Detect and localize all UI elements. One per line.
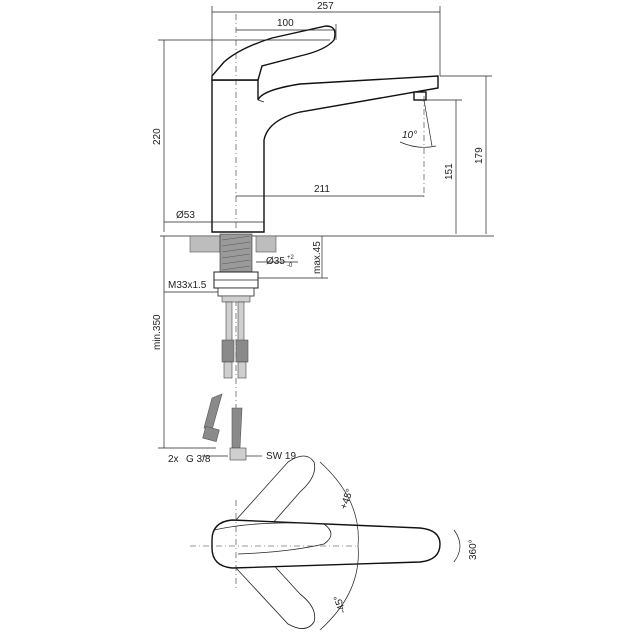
dim-spout-height-outlet: 151 <box>444 163 455 180</box>
thread-hatching <box>221 235 251 271</box>
rotation-arc <box>453 529 461 563</box>
dim-lever-angle-neg: -45° <box>332 594 349 615</box>
dim-overall-width: 257 <box>317 1 334 12</box>
dim-connection-count: 2x <box>168 454 179 465</box>
dim-height-total: 220 <box>152 128 163 145</box>
dim-wrench-size: SW 19 <box>266 451 296 462</box>
dim-lever-angle-pos: +45° <box>338 488 356 511</box>
dim-hole-tol-sup: +2 <box>287 255 295 261</box>
top-view: +45° -45° 360° <box>190 455 479 631</box>
faucet-body-outline <box>211 75 439 233</box>
dim-spout-angle: 10° <box>402 130 417 141</box>
counter-slab-right <box>255 235 277 253</box>
lever-phantom-minus45 <box>235 547 316 629</box>
spout-joint-line <box>257 99 265 103</box>
dim-hole-diameter: Ø35 <box>266 256 285 267</box>
angle-arc-10 <box>399 141 437 148</box>
dim-spout-reach: 211 <box>314 184 330 195</box>
angle-arc-45 <box>319 461 359 631</box>
dim-rotation: 360° <box>468 539 479 560</box>
washer <box>217 287 255 297</box>
lever-phantom-plus45 <box>235 455 316 541</box>
dim-max-thickness: max.45 <box>312 241 323 274</box>
dim-body-diameter: Ø53 <box>176 210 195 221</box>
lever-top-outline <box>211 519 441 569</box>
dim-hose-length: min.350 <box>152 314 163 350</box>
lever-top-handle-line <box>213 522 332 555</box>
counter-slab-left <box>189 235 221 253</box>
angle-ray-10 <box>423 99 433 147</box>
spout-aerator <box>413 91 427 101</box>
supply-hoses <box>202 295 251 461</box>
dim-handle-length: 100 <box>277 18 294 29</box>
dim-connection-thread: G 3/8 <box>186 454 211 465</box>
lever-handle-outline <box>211 25 336 81</box>
dim-hole-tol-sub: -0 <box>287 263 293 269</box>
dim-thread: M33x1.5 <box>168 280 207 291</box>
dim-spout-height-top: 179 <box>474 147 485 164</box>
